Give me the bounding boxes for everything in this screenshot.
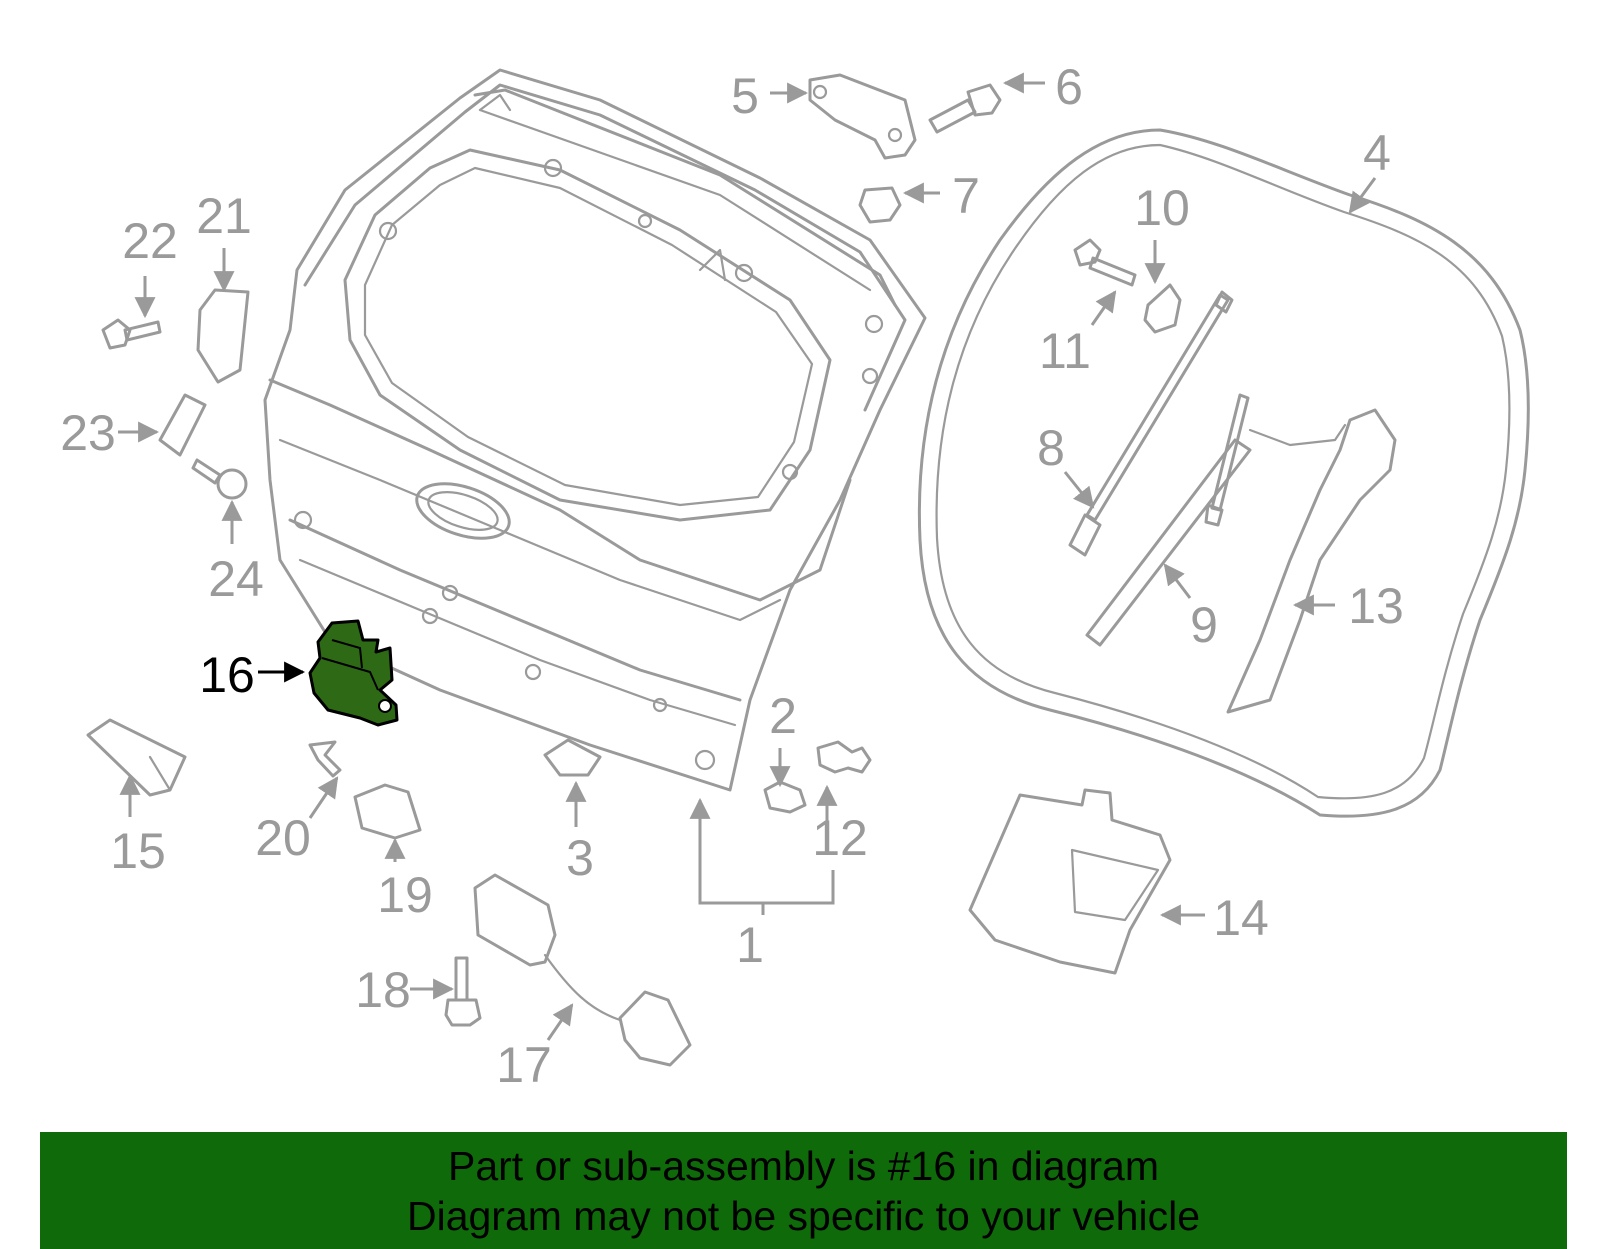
callout-3: 3 — [566, 830, 594, 886]
bolt-18 — [444, 956, 482, 1027]
bracket-10 — [1143, 283, 1182, 334]
callout-20: 20 — [255, 810, 311, 866]
callout-23: 23 — [60, 405, 116, 461]
callout-17: 17 — [496, 1037, 552, 1093]
callout-24: 24 — [208, 551, 264, 607]
clip-23 — [158, 393, 207, 457]
callout-11: 11 — [1039, 323, 1091, 379]
callout-7: 7 — [952, 168, 980, 224]
nut-7 — [858, 186, 902, 224]
callout-10: 10 — [1134, 180, 1190, 236]
pad-19 — [353, 783, 422, 840]
gas-strut-9 — [1085, 393, 1252, 647]
actuator-17 — [473, 873, 692, 1067]
pad-3 — [543, 738, 602, 777]
callout-14: 14 — [1213, 890, 1269, 946]
cap-2 — [763, 780, 807, 814]
callout-9: 9 — [1190, 597, 1218, 653]
callout-1: 1 — [736, 917, 764, 973]
bracket-5 — [808, 73, 917, 160]
latch-16-highlighted — [308, 619, 399, 727]
bolt-22 — [101, 318, 162, 350]
callout-5: 5 — [731, 68, 759, 124]
banner-line-2: Diagram may not be specific to your vehi… — [406, 1192, 1200, 1239]
callout-21: 21 — [196, 188, 252, 244]
bolt-11 — [1073, 238, 1137, 287]
callout-6: 6 — [1055, 59, 1083, 115]
screw-24 — [191, 458, 248, 500]
leader-lines — [118, 72, 1377, 1041]
handle-15 — [86, 718, 187, 797]
callout-15: 15 — [110, 823, 166, 879]
liftgate-panel — [263, 68, 927, 792]
callout-2: 2 — [769, 688, 797, 744]
banner-line-1: Part or sub-assembly is #16 in diagram — [448, 1142, 1159, 1189]
weatherstrip-seal — [917, 128, 1530, 818]
screw-20 — [308, 740, 342, 778]
bumper-12 — [816, 740, 872, 774]
module-14 — [968, 788, 1172, 975]
callout-19: 19 — [377, 867, 433, 923]
gas-strut-8 — [1068, 290, 1234, 557]
callout-13: 13 — [1348, 578, 1404, 634]
callout-22: 22 — [122, 213, 178, 269]
callout-12: 12 — [812, 810, 868, 866]
callout-18: 18 — [355, 962, 411, 1018]
bolt-6 — [928, 83, 1002, 134]
callout-16: 16 — [199, 647, 255, 703]
callout-8: 8 — [1037, 420, 1065, 476]
bracket-21 — [196, 288, 250, 384]
callout-numbers: 1 2 3 4 5 6 7 8 9 10 11 12 13 14 15 16 1… — [60, 59, 1404, 1093]
callout-4: 4 — [1363, 125, 1391, 181]
trim-13 — [1226, 408, 1397, 714]
info-banner: Part or sub-assembly is #16 in diagram D… — [40, 1132, 1567, 1249]
